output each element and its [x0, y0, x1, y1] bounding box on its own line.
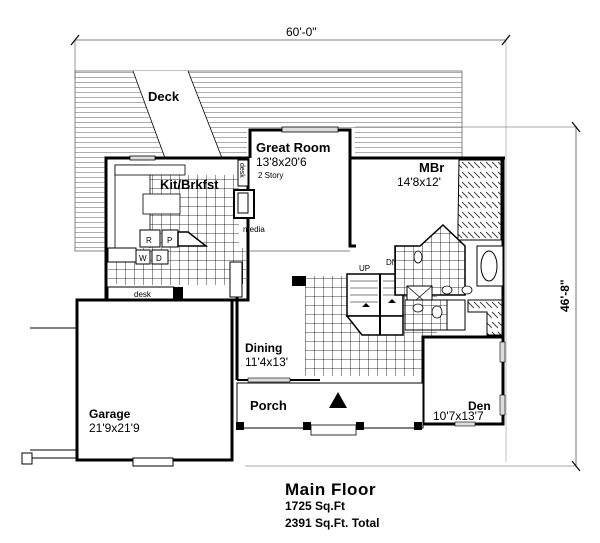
room-label-mbr: MBr [419, 160, 444, 175]
plan-caption: Main Floor 1725 Sq.Ft 2391 Sq.Ft. Total [285, 481, 379, 532]
great-room: media Great Room 13'8x20'6 2 Story [233, 126, 352, 245]
room-size-great-room: 13'8x20'6 [256, 155, 307, 169]
room-label-garage: Garage [89, 407, 131, 421]
room-label-porch: Porch [250, 398, 287, 413]
room-size-mbr: 14'8x12' [397, 175, 441, 189]
hall-bath [404, 299, 504, 336]
room-label-dining: Dining [245, 341, 282, 355]
master-suite: MBr 14'8x12' [348, 156, 505, 420]
dryer-label: D [156, 254, 162, 263]
room-size-den: 10'7x13'7 [433, 409, 484, 423]
porch: Porch [236, 382, 424, 436]
stairs-down-label: DN [386, 258, 398, 267]
desk-bottom-label: desk [134, 290, 152, 299]
den: Den 10'7x13'7 [421, 335, 506, 427]
room-label-deck: Deck [148, 89, 180, 104]
room-label-den: Den [468, 399, 491, 413]
desk-top-label: desk [238, 163, 245, 178]
pantry-label: P [167, 236, 172, 245]
garage: Garage 21'9x21'9 [21, 298, 234, 467]
caption-total-sqft: 2391 Sq.Ft. Total [285, 516, 380, 530]
depth-dimension-label: 46'-8" [558, 279, 572, 312]
kitchen-island [142, 193, 181, 215]
refrigerator-label: R [146, 236, 152, 245]
room-note-great-room: 2 Story [258, 171, 283, 180]
room-label-great-room: Great Room [256, 140, 330, 155]
room-label-kitchen: Kit/Brkfst [160, 177, 219, 192]
width-dimension-label: 60'-0" [286, 25, 317, 39]
dimension-depth: 46'-8" [245, 121, 581, 472]
room-size-dining: 11'4x13' [245, 355, 288, 369]
bathtub [446, 299, 466, 331]
dimension-width: 60'-0" [70, 25, 511, 462]
entry-arrow-icon [329, 392, 347, 408]
dining: Dining 11'4x13' [229, 261, 320, 383]
kitchen-area: R P W D desk desk Kit/Brkfst [104, 155, 250, 302]
washer-label: W [139, 254, 147, 263]
media-label: media [243, 225, 265, 234]
room-size-garage: 21'9x21'9 [89, 421, 140, 435]
stairs-up-label: UP [359, 264, 370, 273]
caption-main-sqft: 1725 Sq.Ft [285, 499, 346, 513]
caption-title: Main Floor [285, 480, 376, 499]
